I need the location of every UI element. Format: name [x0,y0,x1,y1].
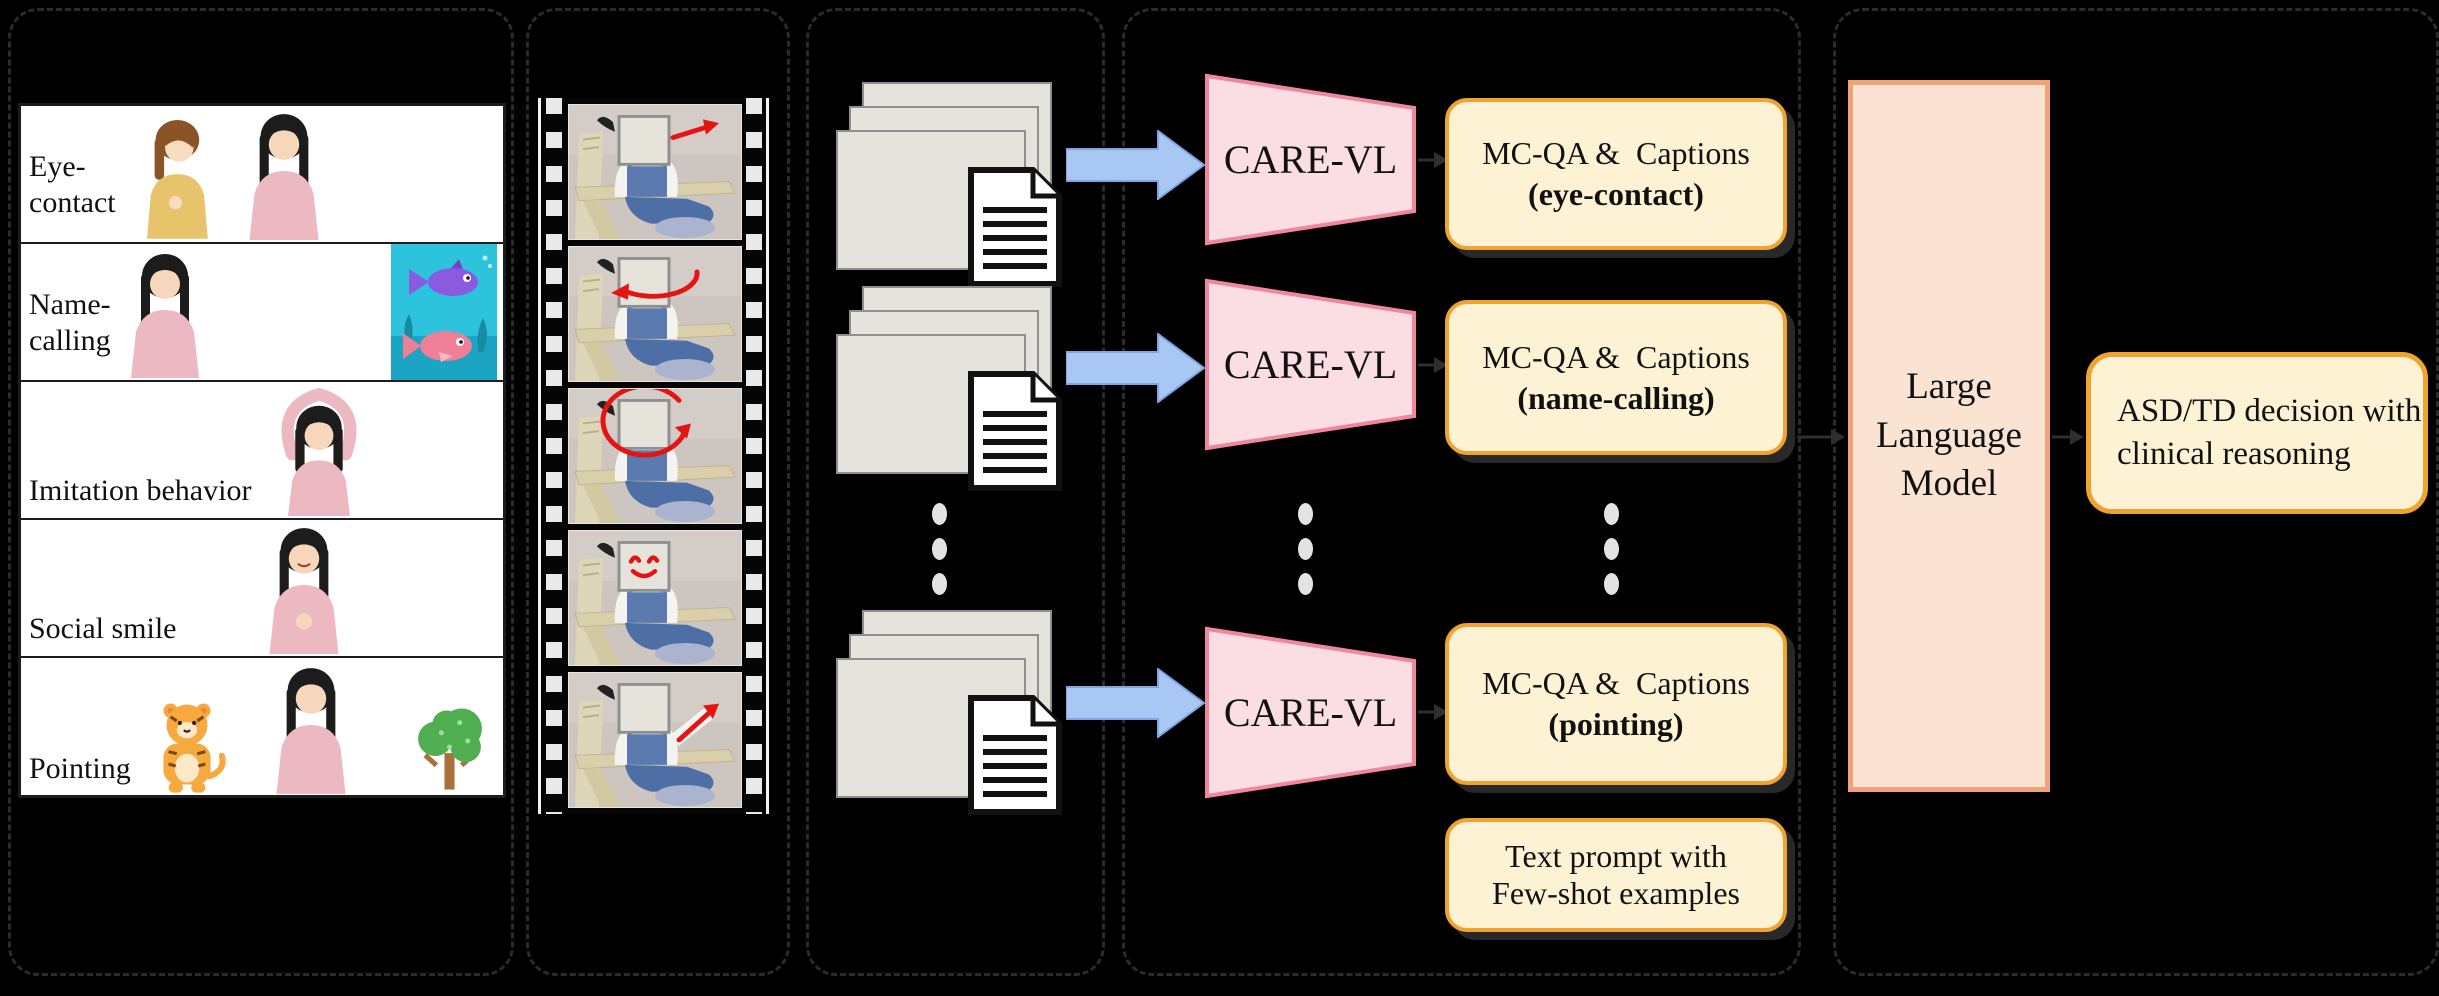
row-label: Imitation behavior [29,474,252,508]
carevl-label: CARE-VL [1223,690,1398,735]
connector-arrow-icon [1418,704,1448,720]
mcqa-line2: (pointing) [1548,706,1684,742]
row-label: Pointing [29,752,131,786]
mcqa-box-pointing: MC-QA & Captions (pointing) [1445,623,1787,785]
examiner-woman-icon [131,254,199,378]
mcqa-line1: MC-QA & Captions [1482,338,1750,375]
mcqa-box-eye-contact: MC-QA & Captions (eye-contact) [1445,98,1787,250]
trapezoid-shape [1205,73,1416,246]
vertical-ellipsis-icon [1298,503,1314,595]
flow-arrow-icon [1066,130,1206,200]
woman-arms-overhead-icon [281,388,357,516]
row-label: Eye- contact [29,149,116,220]
mcqa-box-name-calling: MC-QA & Captions (name-calling) [1445,300,1787,455]
film-sprockets-right [746,98,762,814]
prompt-label: Text prompt with Few-shot examples [1492,838,1740,911]
carevl-model-eye-contact: CARE-VL [1203,72,1418,247]
document-icon [968,167,1062,287]
film-edge-right [766,98,769,814]
table-row-pointing: Pointing [21,658,503,796]
film-frame-pointing [568,672,742,808]
mcqa-line1: MC-QA & Captions [1482,135,1750,171]
film-sprockets-left [546,98,562,814]
trapezoid-shape [1205,626,1416,799]
flow-arrow-icon [1066,333,1206,403]
carevl-label: CARE-VL [1223,342,1398,387]
panel-recorded-video [526,8,790,976]
film-strip [538,98,770,814]
tiger-icon [163,703,226,793]
fish-video-thumbnail [391,244,497,380]
mcqa-line2: (name-calling) [1517,379,1715,416]
llm-box: Large Language Model [1848,80,2050,792]
woman-smiling-icon [269,528,339,654]
connector-arrow-icon [1797,429,1845,445]
table-row-imitation: Imitation behavior [21,382,503,520]
carevl-label: CARE-VL [1223,137,1398,182]
panel-carevl-inference [1122,8,1801,976]
connector-arrow-icon [2052,429,2084,445]
decision-box: ASD/TD decision with clinical reasoning [2086,352,2428,514]
flow-arrow-icon [1066,668,1206,738]
trapezoid-shape [1205,278,1416,451]
cartoon-woman-icon [147,120,208,239]
document-icon [968,695,1062,815]
carevl-model-pointing: CARE-VL [1203,625,1418,800]
frame-stack-eye-contact [836,82,1068,288]
frame-stack-name-calling [836,286,1068,492]
stimulus-table: Eye- contact Name- calling [18,103,506,798]
film-frame-imitation [568,388,742,524]
panel-stimulus-videos [8,8,514,976]
woman-pointing-icon [276,668,346,794]
film-frame-eye-contact [568,104,742,240]
carevl-model-name-calling: CARE-VL [1203,277,1418,452]
film-edge-left [538,98,541,814]
connector-arrow-icon [1418,357,1448,373]
row-label: Name- calling [29,287,111,358]
document-icon [968,371,1062,491]
table-row-eye-contact: Eye- contact [21,106,503,244]
vertical-ellipsis-icon [932,503,948,595]
frame-stack-pointing [836,610,1068,816]
panel-llm-decision [1833,8,2439,976]
tree-icon [418,708,482,790]
connector-arrow-icon [1418,152,1448,168]
examiner-woman-icon [249,114,319,240]
film-frame-name-calling [568,246,742,382]
mcqa-line2: (eye-contact) [1528,176,1704,212]
row-label: Social smile [29,612,177,646]
mcqa-line1: MC-QA & Captions [1482,665,1750,701]
film-frame-social-smile [568,530,742,666]
text-prompt-box: Text prompt with Few-shot examples [1445,818,1787,932]
vertical-ellipsis-icon [1604,503,1620,595]
table-row-social-smile: Social smile [21,520,503,658]
table-row-name-calling: Name- calling [21,244,503,382]
panel-sampled-frames [806,8,1105,976]
